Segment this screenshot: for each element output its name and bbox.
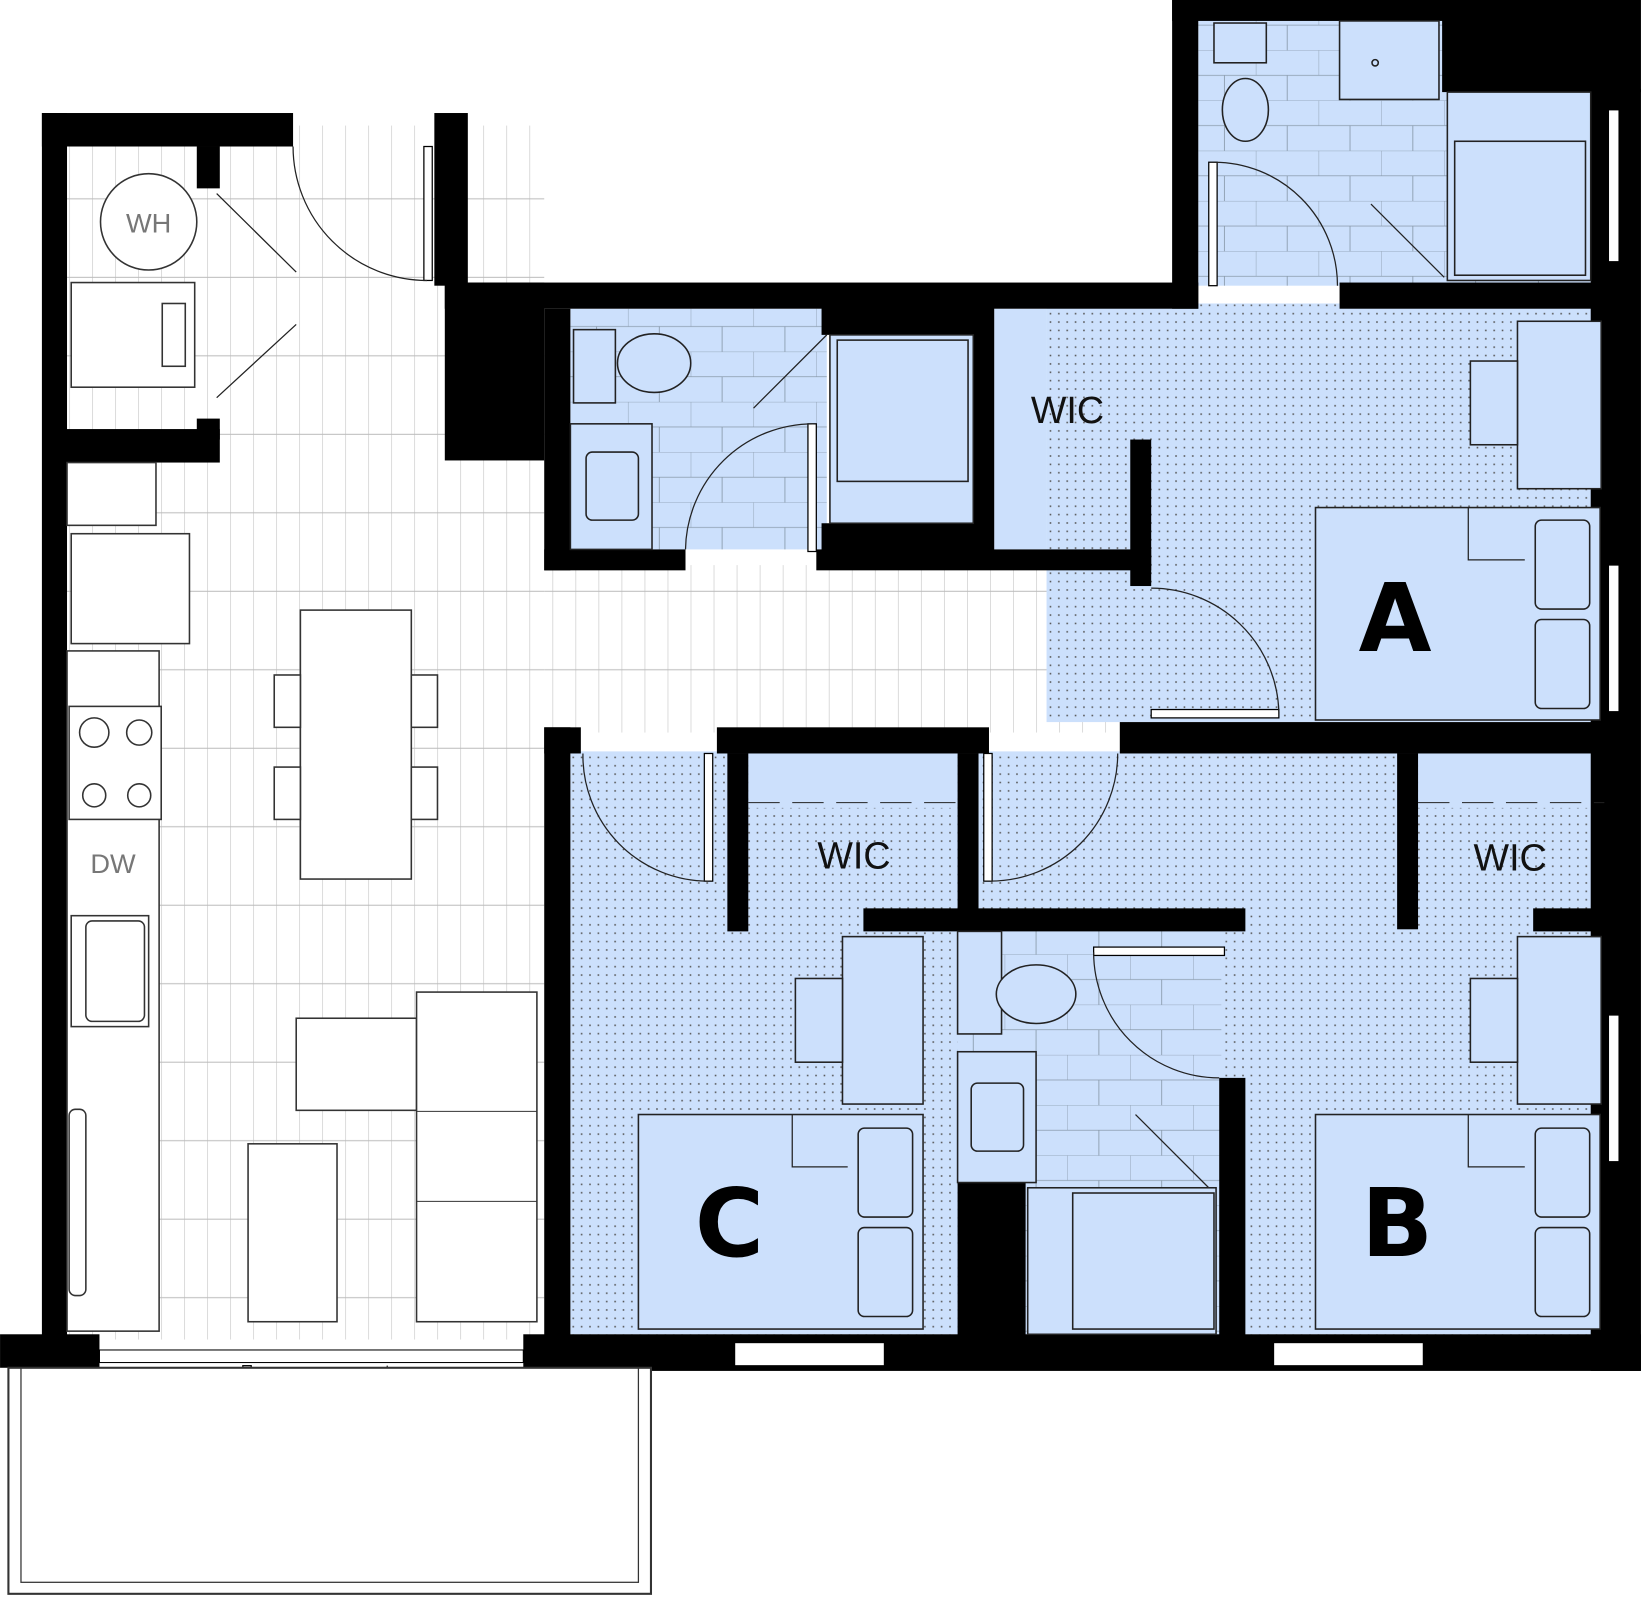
water-heater [99,172,198,271]
kitchen: DW [66,461,191,1332]
wic-b-label: WIC [1474,837,1547,879]
wic-c-shelf [748,753,958,808]
dishwasher-label: DW [90,848,136,879]
wic-b-shelf [1418,753,1605,808]
wic-a-label: WIC [1031,389,1104,431]
bedroom-furniture [637,320,1605,1330]
bedroom-a-label: A [1359,565,1432,674]
walls [0,0,1641,1371]
bedroom-c-label: C [695,1170,764,1279]
water-heater-label: WH [126,207,171,238]
bathroom-fixtures [569,20,1592,1336]
windows [98,109,1620,1367]
wic-a-floor [994,308,1047,550]
dining-set [273,609,439,880]
wic-c-label: WIC [817,835,890,877]
living-set [247,991,538,1323]
bedroom-b-label: B [1361,1170,1433,1279]
balcony [7,1366,653,1595]
